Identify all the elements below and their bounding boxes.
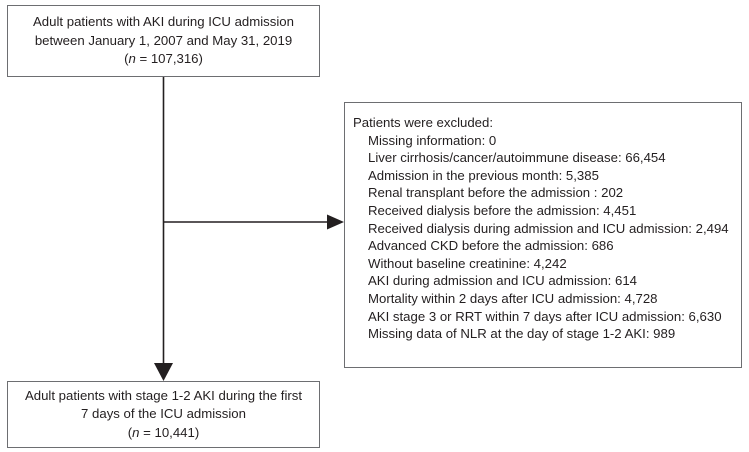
exclusion-item: Without baseline creatinine: 4,242 (368, 255, 567, 271)
final-cohort-count-value: 10,441 (154, 424, 195, 440)
exclusion-item: Missing information: 0 (368, 132, 497, 148)
final-cohort-count-suffix: ) (194, 424, 200, 440)
exclusion-item: Mortality within 2 days after ICU admiss… (368, 290, 658, 306)
exclusion-item: Missing data of NLR at the day of stage … (368, 326, 676, 342)
exclusion-item: AKI stage 3 or RRT within 7 days after I… (368, 308, 722, 324)
enrollment-count: (n = 107,316) (124, 50, 203, 69)
enrollment-count-symbol: n (128, 51, 136, 67)
enrollment-count-eq: = (135, 51, 151, 67)
exclusion-item: Liver cirrhosis/cancer/autoimmune diseas… (368, 150, 666, 166)
exclusions-list: Missing information: 0 Liver cirrhosis/c… (353, 132, 741, 343)
enrollment-line-1: Adult patients with AKI during ICU admis… (33, 14, 294, 30)
final-cohort-count-symbol: n (132, 424, 140, 440)
enrollment-line-2: between January 1, 2007 and May 31, 2019 (34, 32, 293, 48)
exclusion-item: Renal transplant before the admission : … (368, 185, 624, 201)
exclusion-item: Advanced CKD before the admission: 686 (368, 238, 614, 254)
exclusion-item: Received dialysis during admission and I… (368, 220, 729, 236)
final-cohort-line-2: 7 days of the ICU admission (81, 406, 246, 422)
final-cohort-count-eq: = (139, 424, 155, 440)
exclusion-item: Admission in the previous month: 5,385 (368, 167, 599, 183)
branch-to-exclusions-arrowhead (327, 214, 344, 230)
exclusions-header: Patients were excluded: (353, 115, 494, 130)
enrollment-box: Adult patients with AKI during ICU admis… (7, 5, 320, 77)
final-cohort-line-1: Adult patients with stage 1-2 AKI during… (24, 387, 303, 403)
final-cohort-count: (n = 10,441) (128, 424, 200, 443)
final-cohort-count-prefix: ( (127, 424, 133, 440)
enrollment-count-prefix: ( (124, 51, 129, 67)
exclusion-item: AKI during admission and ICU admission: … (368, 273, 638, 289)
exclusions-box: Patients were excluded: Missing informat… (344, 102, 742, 368)
enrollment-count-value: 107,316 (150, 51, 199, 67)
branch-to-final-arrowhead (154, 363, 173, 381)
exclusion-item: Received dialysis before the admission: … (368, 202, 637, 218)
final-cohort-box: Adult patients with stage 1-2 AKI during… (7, 381, 320, 448)
enrollment-count-suffix: ) (198, 51, 203, 67)
